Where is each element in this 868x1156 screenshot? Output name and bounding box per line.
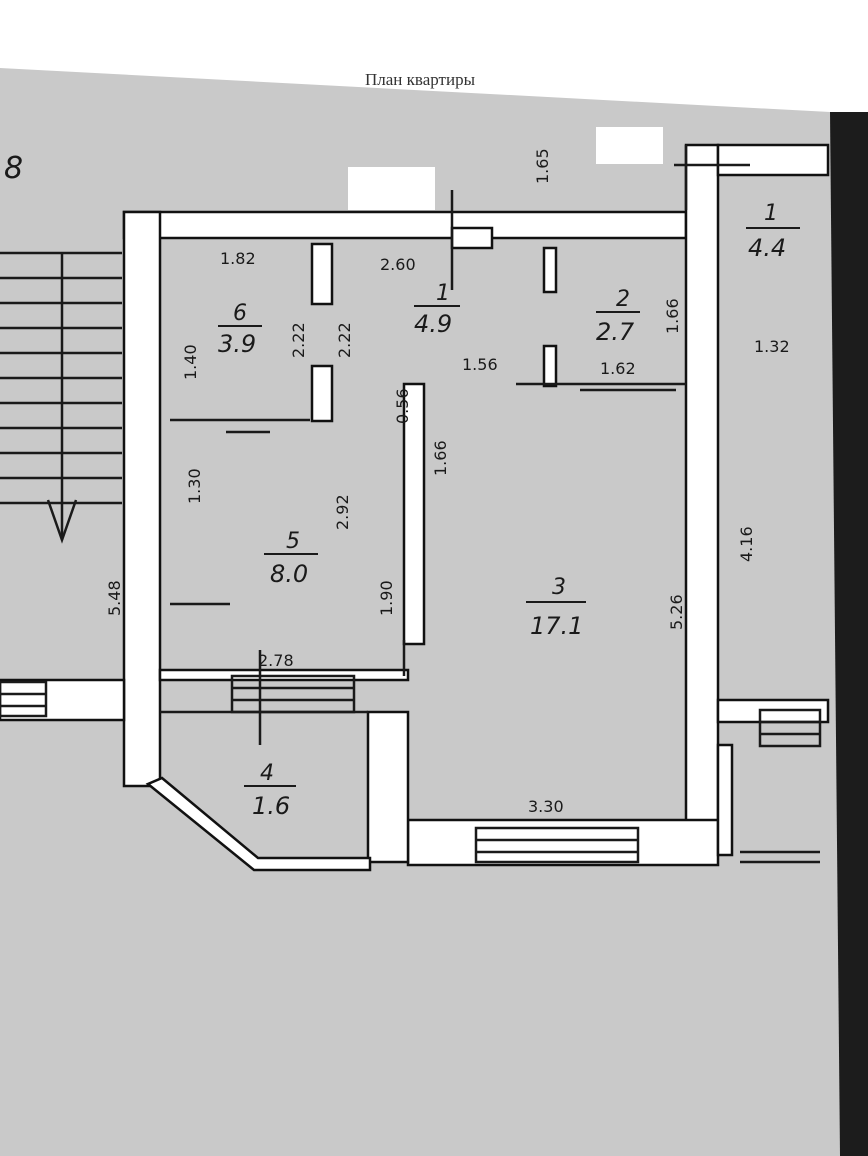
dim-label: 1.56 — [462, 355, 498, 374]
dim-label: 2.60 — [380, 255, 416, 274]
dim-label: 0.56 — [393, 388, 412, 424]
room-area: 4.9 — [414, 310, 452, 338]
dim-label: 3.30 — [528, 797, 564, 816]
dim-label: 2.92 — [333, 494, 352, 530]
dim-label: 5.26 — [667, 594, 686, 630]
page-title: План квартиры — [365, 70, 475, 89]
redaction-block — [348, 167, 435, 210]
room-number: 5 — [286, 529, 300, 554]
room-number: 3 — [552, 575, 566, 600]
redaction-block — [596, 127, 663, 164]
room-area: 1.6 — [252, 792, 290, 820]
dim-label: 1.30 — [185, 468, 204, 504]
room-area: 17.1 — [530, 612, 583, 640]
stair-steps-lower — [0, 674, 822, 864]
sheet-right-edge — [830, 112, 868, 1156]
dim-label: 1.90 — [377, 580, 396, 616]
dim-label: 1.65 — [533, 148, 552, 184]
room-number: 2 — [616, 287, 630, 312]
staircase — [0, 251, 122, 544]
walls — [0, 143, 830, 867]
bay-wall — [145, 776, 372, 872]
room-number: 1 — [764, 201, 778, 226]
dim-label: 2.22 — [335, 322, 354, 358]
room-number: 1 — [436, 281, 450, 306]
dim-label: 5.48 — [105, 580, 124, 616]
corner-label: 8 — [4, 151, 23, 186]
paper-sheet — [0, 68, 868, 1156]
room-area: 8.0 — [270, 560, 308, 588]
room-labels: 6 3.9 1 4.9 2 2.7 5 8.0 3 17.1 4 1.6 1 4… — [218, 201, 800, 820]
dim-label: 1.66 — [663, 298, 682, 334]
room-area: 2.7 — [596, 318, 635, 346]
dim-label: 1.40 — [181, 344, 200, 380]
dim-label: 1.66 — [431, 440, 450, 476]
dim-label: 1.62 — [600, 359, 636, 378]
dim-label: 2.78 — [258, 651, 294, 670]
dim-label: 1.82 — [220, 249, 256, 268]
dim-label: 2.22 — [289, 322, 308, 358]
room-area: 4.4 — [748, 234, 786, 262]
dim-label: 1.32 — [754, 337, 790, 356]
room-number: 4 — [260, 761, 274, 786]
room-number: 6 — [233, 301, 247, 326]
room-area: 3.9 — [218, 330, 256, 358]
dimension-labels: 1.82 2.60 1.65 1.66 2.22 2.22 1.40 1.56 … — [105, 148, 790, 816]
dim-label: 4.16 — [737, 526, 756, 562]
